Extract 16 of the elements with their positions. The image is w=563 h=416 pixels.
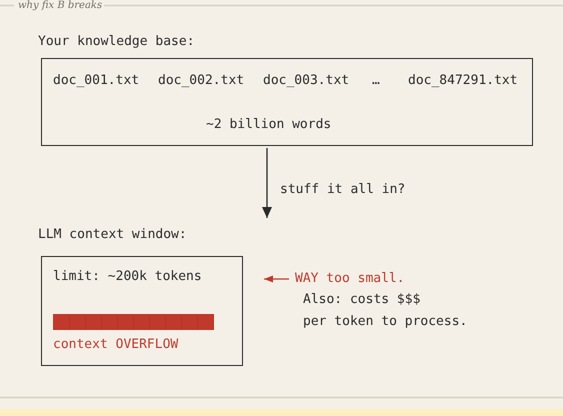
word-count: ~2 billion words [206,117,332,133]
ellipsis: … [372,73,380,89]
section-title: why fix B breaks [18,0,102,12]
warning-text: WAY too small. [295,271,405,287]
limit-text: limit: ~200k tokens [53,269,202,285]
arrow [264,276,289,282]
overflow-text: context OVERFLOW [53,337,178,353]
section-heading: LLM context window: [38,227,187,243]
section-heading: Your knowledge base: [38,34,195,50]
file-name: doc_001.txt [53,73,140,89]
file-name: doc_002.txt [158,73,244,89]
file-name: doc_847291.txt [408,73,518,89]
note-text: per token to process. [303,314,468,330]
arrow [262,148,272,218]
file-name: doc_003.txt [263,73,350,89]
note-text: Also: costs $$$ [303,292,420,308]
